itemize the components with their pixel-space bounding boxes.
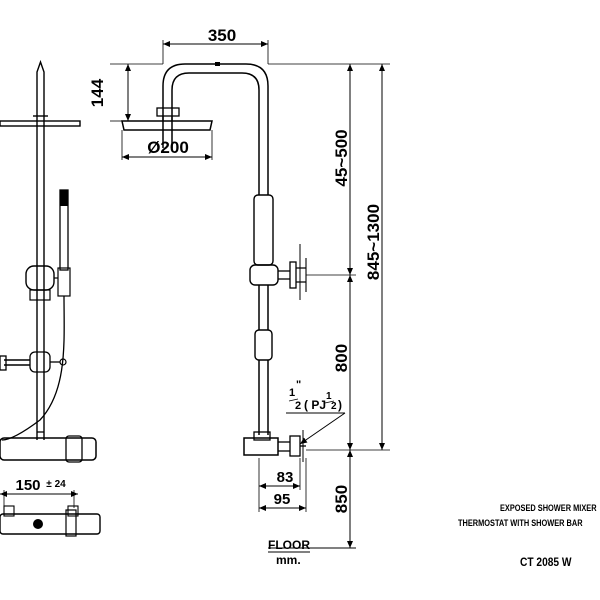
dim-side-tolerance: ± 24 [46, 479, 66, 490]
title-line-2: THERMOSTAT WITH SHOWER BAR [458, 517, 583, 528]
dim-outlet-95: 95 [274, 491, 291, 508]
conn-den-b: 2 [295, 400, 301, 412]
floor-label: FLOOR [268, 538, 310, 552]
conn-num-a: 1 [289, 387, 295, 399]
dim-top-width: 350 [208, 26, 236, 45]
front-view [121, 62, 307, 462]
dim-upper-range: 45~500 [332, 129, 351, 186]
connection-spec: 1 2 " ( PJ 1 2 ) [288, 379, 342, 412]
conn-pj: ( PJ [304, 398, 326, 412]
dim-head-drop: 144 [88, 78, 107, 107]
conn-close: ) [338, 398, 342, 412]
title-line-1: EXPOSED SHOWER MIXER [500, 502, 597, 513]
conn-inch-mark: " [296, 379, 301, 391]
conn-num-d: 1 [326, 391, 332, 402]
title-block: EXPOSED SHOWER MIXER THERMOSTAT WITH SHO… [458, 502, 597, 569]
side-view [0, 59, 101, 537]
dim-floor-height: 850 [332, 485, 351, 513]
dimension-lines [110, 40, 390, 549]
dim-head-diameter: Ø200 [147, 138, 189, 157]
dim-side-width: 150 [15, 477, 40, 494]
model-number: CT 2085 W [520, 556, 572, 569]
dim-outlet-83: 83 [277, 469, 294, 486]
dim-mid-height: 800 [332, 344, 351, 372]
unit-label: mm. [276, 553, 301, 567]
conn-den-e: 2 [331, 401, 337, 412]
dim-total-range: 845~1300 [364, 204, 383, 280]
